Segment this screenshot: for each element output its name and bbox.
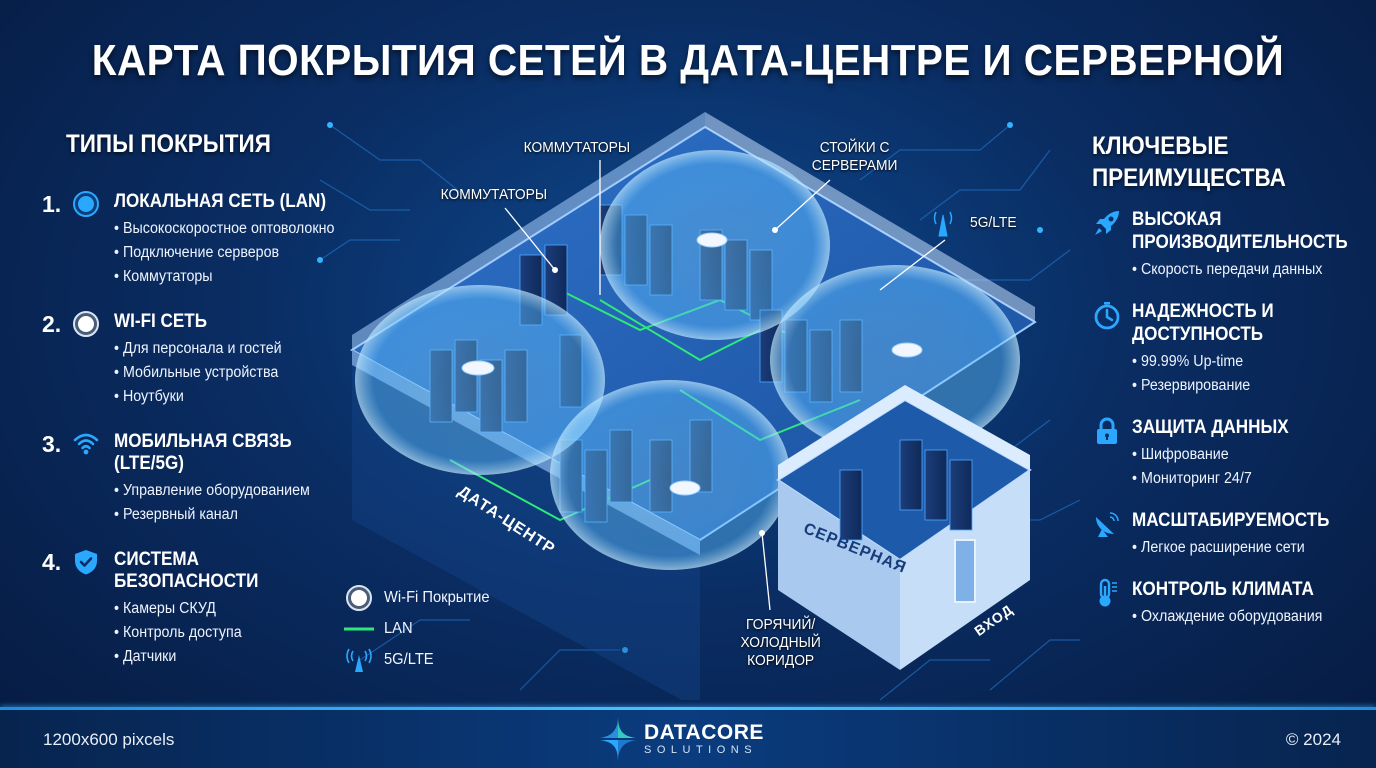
label-line: СТОЙКИ С <box>819 139 890 156</box>
coverage-item-lan: 1. ЛОКАЛЬНАЯ СЕТЬ (LAN) Высокоскоростное… <box>40 191 370 289</box>
antenna-icon <box>346 648 372 672</box>
coverage-title-line: БЕЗОПАСНОСТИ <box>114 571 259 592</box>
resolution-note: 1200x600 pixcels <box>43 730 175 749</box>
datacore-logo: DATACORE SOLUTIONS <box>600 716 764 762</box>
server-racks-label: СТОЙКИ С СЕРВЕРАМИ <box>812 139 898 175</box>
advantage-climate: КОНТРОЛЬ КЛИМАТА Охлаждение оборудования <box>1092 578 1362 629</box>
coverage-title: WI-FI СЕТЬ <box>114 311 208 332</box>
wifi-signal-icon <box>73 433 99 455</box>
thermometer-icon <box>1099 578 1117 607</box>
coverage-types-panel: ТИПЫ ПОКРЫТИЯ 1. ЛОКАЛЬНАЯ СЕТЬ (LAN) Вы… <box>40 130 370 691</box>
title-line: ВЫСОКАЯ <box>1132 209 1222 230</box>
advantages-heading: КЛЮЧЕВЫЕ ПРЕИМУЩЕСТВА <box>1092 130 1335 194</box>
bullet: Для персонала и гостей <box>114 337 350 361</box>
bullet: Мобильные устройства <box>114 361 350 385</box>
bullet: Высокоскоростное оптоволокно <box>114 217 350 241</box>
legend-lan: LAN <box>344 613 499 644</box>
bullet: Ноутбуки <box>114 385 350 409</box>
bullet: Охлаждение оборудования <box>1132 605 1344 629</box>
coverage-title: СИСТЕМА БЕЗОПАСНОСТИ <box>114 549 344 593</box>
legend-label: LAN <box>384 619 413 637</box>
title-line: ПРОИЗВОДИТЕЛЬНОСТЬ <box>1132 232 1348 253</box>
coverage-item-mobile: 3. МОБИЛЬНАЯ СВЯЗЬ (LTE/5G) Управление о… <box>40 431 370 527</box>
label-line: ГОРЯЧИЙ/ <box>746 616 816 633</box>
door <box>954 539 976 603</box>
coverage-title: ЛОКАЛЬНАЯ СЕТЬ (LAN) <box>114 191 327 212</box>
stopwatch-icon <box>1094 302 1120 330</box>
advantages-panel: КЛЮЧЕВЫЕ ПРЕИМУЩЕСТВА ВЫСОКАЯ ПРОИЗВОДИТ… <box>1092 130 1362 647</box>
map-legend: Wi-Fi Покрытие LAN 5G/LTE <box>344 582 499 675</box>
bullet: Камеры СКУД <box>114 597 350 621</box>
shield-check-icon <box>75 550 97 575</box>
logo-main-text: DATACORE <box>644 721 764 744</box>
page-title: КАРТА ПОКРЫТИЯ СЕТЕЙ В ДАТА-ЦЕНТРЕ И СЕР… <box>91 36 1285 85</box>
advantage-title: ЗАЩИТА ДАННЫХ <box>1132 417 1289 438</box>
legend-wifi: Wi-Fi Покрытие <box>344 582 499 613</box>
bullet: Резервный канал <box>114 503 350 527</box>
coverage-title-line: СИСТЕМА <box>114 549 200 570</box>
bullet: Коммутаторы <box>114 265 350 289</box>
switches-label-left: КОММУТАТОРЫ <box>440 186 548 203</box>
footer: 1200x600 pixcels DATACORE SOLUTIONS © 20… <box>0 710 1376 768</box>
advantage-data-protection: ЗАЩИТА ДАННЫХ Шифрование Мониторинг 24/7 <box>1092 416 1362 491</box>
item-number: 4. <box>42 549 62 575</box>
bullet: Резервирование <box>1132 374 1344 398</box>
advantage-title: МАСШТАБИРУЕМОСТЬ <box>1132 510 1330 531</box>
wifi-dot-icon <box>73 311 99 337</box>
copyright: © 2024 <box>1285 730 1341 749</box>
server-room <box>776 385 1032 670</box>
lock-icon <box>1097 417 1117 444</box>
rocket-icon <box>1095 211 1119 235</box>
item-number: 1. <box>42 191 62 217</box>
logo-star-icon <box>600 716 636 762</box>
antenna-icon <box>933 211 953 237</box>
bullet: Управление оборудованием <box>114 479 350 503</box>
bullet: 99.99% Up-time <box>1132 350 1344 374</box>
legend-label: 5G/LTE <box>384 650 434 668</box>
item-number: 2. <box>42 311 62 337</box>
lan-dot-icon <box>73 191 99 217</box>
bullet: Скорость передачи данных <box>1132 258 1344 282</box>
satellite-dish-icon <box>1096 512 1119 537</box>
advantage-title: НАДЕЖНОСТЬ И ДОСТУПНОСТЬ <box>1132 300 1339 346</box>
bullet: Мониторинг 24/7 <box>1132 467 1344 491</box>
bullet: Подключение серверов <box>114 241 350 265</box>
advantage-reliability: НАДЕЖНОСТЬ И ДОСТУПНОСТЬ 99.99% Up-time … <box>1092 300 1362 398</box>
lan-line-icon <box>344 627 374 630</box>
datacenter-map <box>350 112 1037 700</box>
footer-divider <box>0 707 1376 710</box>
bullet: Легкое расширение сети <box>1132 536 1344 560</box>
coverage-title: МОБИЛЬНАЯ СВЯЗЬ (LTE/5G) <box>114 431 344 475</box>
coverage-types-heading: ТИПЫ ПОКРЫТИЯ <box>66 130 271 158</box>
coverage-title-line: (LTE/5G) <box>114 453 184 474</box>
advantage-title: ВЫСОКАЯ ПРОИЗВОДИТЕЛЬНОСТЬ <box>1132 208 1348 254</box>
switches-label-top: КОММУТАТОРЫ <box>523 139 631 156</box>
wifi-coverage-icon <box>346 584 372 611</box>
logo-sub-text: SOLUTIONS <box>644 744 758 756</box>
label-line: КОРИДОР <box>747 652 815 669</box>
bullet: Датчики <box>114 645 350 669</box>
lte-label: 5G/LTE <box>970 214 1017 231</box>
item-number: 3. <box>42 431 62 457</box>
label-line: СЕРВЕРАМИ <box>811 157 898 174</box>
label-line: ХОЛОДНЫЙ <box>740 634 821 651</box>
heading-line: ПРЕИМУЩЕСТВА <box>1092 164 1286 192</box>
corridor-label: ГОРЯЧИЙ/ ХОЛОДНЫЙ КОРИДОР <box>740 616 820 670</box>
bullet: Контроль доступа <box>114 621 350 645</box>
bullet: Шифрование <box>1132 443 1344 467</box>
advantage-title: КОНТРОЛЬ КЛИМАТА <box>1132 579 1314 600</box>
title-line: ДОСТУПНОСТЬ <box>1132 324 1264 345</box>
legend-label: Wi-Fi Покрытие <box>384 588 490 606</box>
advantage-scalability: МАСШТАБИРУЕМОСТЬ Легкое расширение сети <box>1092 509 1362 560</box>
title-line: НАДЕЖНОСТЬ И <box>1132 301 1274 322</box>
heading-line: КЛЮЧЕВЫЕ <box>1092 132 1229 160</box>
legend-lte: 5G/LTE <box>344 644 499 675</box>
coverage-item-wifi: 2. WI-FI СЕТЬ Для персонала и гостей Моб… <box>40 311 370 409</box>
advantage-performance: ВЫСОКАЯ ПРОИЗВОДИТЕЛЬНОСТЬ Скорость пере… <box>1092 208 1362 282</box>
coverage-item-security: 4. СИСТЕМА БЕЗОПАСНОСТИ Камеры СКУД Конт… <box>40 549 370 669</box>
coverage-title-line: МОБИЛЬНАЯ СВЯЗЬ <box>114 431 292 452</box>
